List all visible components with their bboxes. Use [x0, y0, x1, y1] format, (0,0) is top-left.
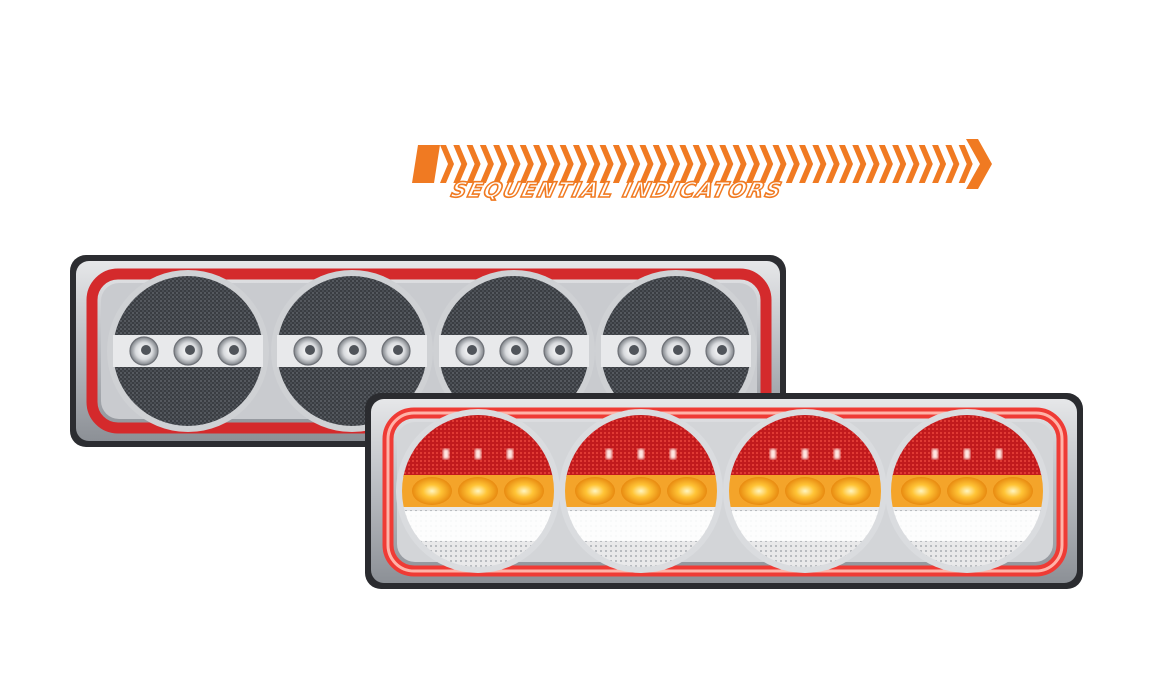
chevron-lead — [412, 145, 440, 183]
indicator-led — [947, 477, 987, 505]
led-core — [141, 345, 151, 355]
chevron — [852, 145, 867, 183]
chevron — [812, 145, 827, 183]
stop-led — [670, 449, 676, 459]
banner-title: SEQUENTIAL INDICATORS — [449, 178, 786, 203]
chevron — [586, 145, 601, 183]
chevron — [692, 145, 707, 183]
lamp-module — [271, 270, 433, 432]
chevron — [719, 145, 734, 183]
chevron — [493, 145, 508, 183]
chevron — [905, 145, 920, 183]
stop-led — [996, 449, 1002, 459]
led-core — [393, 345, 403, 355]
chevron — [865, 145, 880, 183]
chevron — [839, 145, 853, 183]
stop-led — [443, 449, 449, 459]
indicator-led — [739, 477, 779, 505]
led-core — [673, 345, 683, 355]
chevron — [599, 145, 614, 183]
chevron — [559, 145, 574, 183]
indicator-led — [901, 477, 941, 505]
chevron — [612, 145, 627, 183]
led-core — [229, 345, 239, 355]
stop-led — [770, 449, 776, 459]
led-core — [467, 345, 477, 355]
indicator-led — [667, 477, 707, 505]
lamp-unlit — [70, 255, 786, 447]
led-core — [305, 345, 315, 355]
stop-led — [606, 449, 612, 459]
led-core — [511, 345, 521, 355]
indicator-led — [993, 477, 1033, 505]
chevron — [453, 145, 468, 183]
chevron — [506, 145, 521, 183]
led-core — [717, 345, 727, 355]
chevron — [759, 145, 774, 183]
stop-led — [964, 449, 970, 459]
led-core — [185, 345, 195, 355]
chevron — [533, 145, 548, 183]
chevron — [666, 145, 681, 183]
reverse-glow — [891, 511, 1043, 541]
sequential-indicators-banner: SEQUENTIAL INDICATORS — [412, 139, 992, 204]
stop-led — [638, 449, 644, 459]
chevron — [679, 145, 694, 183]
lamp-lit — [365, 393, 1083, 589]
reverse-glow — [565, 511, 717, 541]
chevron — [785, 145, 800, 183]
chevron-head — [966, 139, 992, 189]
chevron — [466, 145, 481, 183]
chevron — [639, 145, 654, 183]
indicator-led — [575, 477, 615, 505]
chevron — [706, 145, 720, 183]
lamp-module — [107, 270, 269, 432]
stop-led — [475, 449, 481, 459]
chevron — [878, 145, 893, 183]
lamp-module-lit — [723, 409, 887, 573]
chevron — [958, 145, 973, 183]
indicator-led — [831, 477, 871, 505]
lamp-module — [433, 270, 595, 432]
chevron — [546, 145, 561, 183]
led-core — [629, 345, 639, 355]
stop-led — [802, 449, 808, 459]
chevron — [918, 145, 933, 183]
halo-ring-glow — [386, 411, 1064, 573]
chevron — [799, 145, 814, 183]
indicator-led — [785, 477, 825, 505]
chevron — [932, 145, 947, 183]
indicator-led — [621, 477, 661, 505]
indicator-led — [412, 477, 452, 505]
stop-led — [932, 449, 938, 459]
chevron — [626, 145, 641, 183]
chevron — [519, 145, 534, 183]
chevron — [945, 145, 960, 183]
chevron — [652, 145, 667, 183]
reverse-glow — [402, 511, 554, 541]
chevron — [772, 145, 787, 183]
chevron-arrow-row — [412, 139, 992, 189]
indicator-led — [458, 477, 498, 505]
chevron — [732, 145, 747, 183]
stop-led — [507, 449, 513, 459]
reverse-glow — [729, 511, 881, 541]
chevron — [825, 145, 840, 183]
stop-led — [834, 449, 840, 459]
chevron — [745, 145, 760, 183]
chevron — [573, 145, 587, 183]
chevron — [440, 145, 454, 183]
lamp-module — [595, 270, 757, 432]
led-core — [555, 345, 565, 355]
chevron — [892, 145, 907, 183]
led-core — [349, 345, 359, 355]
chevron — [479, 145, 494, 183]
indicator-led — [504, 477, 544, 505]
